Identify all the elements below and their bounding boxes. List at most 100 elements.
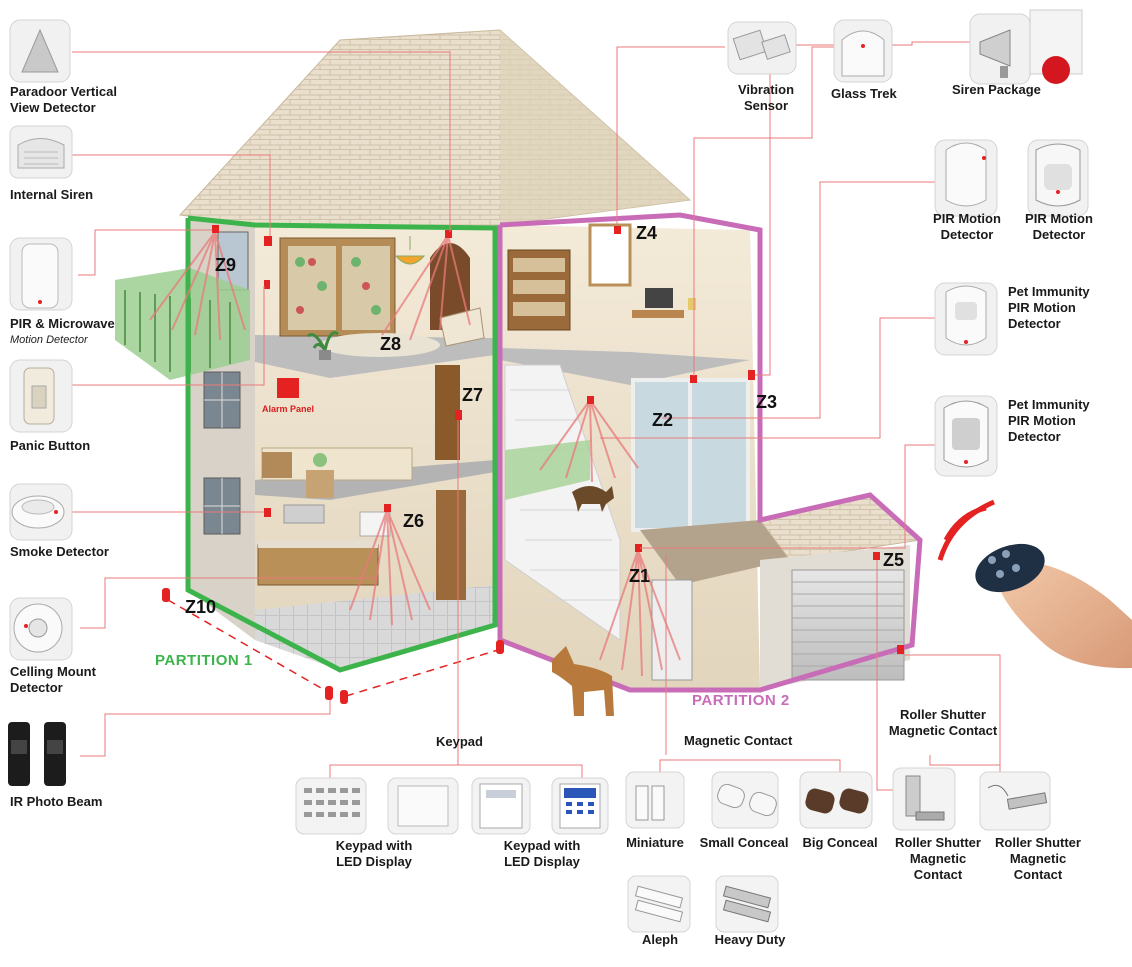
label-subline: Motion Detector: [10, 334, 88, 346]
label-panic-button: Panic Button: [10, 438, 90, 454]
lamp: [688, 298, 696, 310]
label-line: Contact: [1013, 867, 1063, 882]
zone-label: Z9: [215, 255, 237, 275]
lcd-keypad-icon: [471, 777, 531, 835]
pir-motion-icon: [934, 139, 998, 217]
sensor-markers: [162, 225, 904, 704]
front-door: [651, 579, 693, 681]
label-keypad-led-1: Keypad with LED Display: [326, 838, 422, 870]
label-line: LED Display: [504, 854, 580, 869]
pet-immunity-pir-icon: [934, 395, 998, 477]
roof-side: [500, 30, 690, 225]
glass-break-icon: [833, 19, 893, 83]
label-aleph: Aleph: [641, 932, 679, 947]
stair-railing: [505, 440, 590, 500]
label-line: Magnetic: [1009, 851, 1067, 866]
label-ir-photo-beam: IR Photo Beam: [10, 794, 102, 810]
vibration-sensor-icon: [727, 21, 797, 75]
sensor-beams: [149, 231, 681, 677]
label-big-conceal: Big Conceal: [802, 835, 878, 850]
label-line: Panic Button: [10, 438, 91, 453]
label-line: Pet Immunity: [1008, 284, 1090, 299]
right-floor-slab: [500, 348, 750, 385]
label-pir-motion-a: PIR Motion Detector: [924, 211, 1010, 243]
partition-1-label: PARTITION 1: [155, 652, 253, 669]
nightstand: [306, 470, 334, 498]
label-line: Detector: [940, 227, 994, 242]
zone-label: Z6: [403, 511, 425, 531]
alarm-panel-label: Alarm Panel: [262, 404, 315, 414]
alarm-panel: [277, 378, 299, 398]
label-line: Contact: [913, 867, 963, 882]
label-line: Magnetic Contact: [888, 723, 998, 738]
small-conceal-icon: [711, 771, 779, 829]
label-vibration-sensor: Vibration Sensor: [726, 82, 806, 114]
floor-slab: [255, 585, 495, 670]
house-illustration: [115, 29, 923, 716]
label-line: PIR Motion: [933, 211, 1001, 226]
label-line: Smoke Detector: [10, 544, 109, 559]
desk: [632, 310, 684, 318]
photo-beam-lines: [167, 599, 499, 697]
exterior-window: [203, 477, 241, 535]
label-miniature: Miniature: [626, 835, 684, 850]
plant: [307, 331, 339, 351]
zone-label: Z4: [636, 223, 658, 243]
zone-label: Z5: [883, 550, 905, 570]
device-icons: [8, 9, 1132, 933]
siren-package-icon: [969, 9, 1083, 85]
panic-button-icon: [9, 359, 73, 433]
label-roller-contact-1: Roller Shutter Magnetic Contact: [882, 835, 994, 883]
leader-lines: [72, 41, 1001, 791]
zone-label: Z10: [185, 597, 217, 617]
doorway: [436, 490, 466, 600]
kitchen-counter: [257, 544, 379, 586]
miniature-contact-icon: [625, 771, 685, 829]
label-line: Pet Immunity: [1008, 397, 1090, 412]
exterior-window: [203, 371, 241, 429]
zone-label: Z7: [462, 385, 484, 405]
label-line: Celling Mount: [10, 664, 96, 679]
white-keypad-icon: [387, 777, 459, 835]
label-glass-trek: Glass Trek: [831, 86, 897, 102]
label-line: Roller Shutter: [900, 707, 986, 722]
label-pir-microwave: PIR & Microwave Motion Detector: [10, 316, 115, 348]
label-line: PIR Motion: [1008, 413, 1076, 428]
label-line: Siren Package: [952, 82, 1041, 97]
label-roller-contact-2: Roller Shutter Magnetic Contact: [984, 835, 1092, 883]
label-line: Magnetic: [909, 851, 967, 866]
label-line: LED Display: [336, 854, 412, 869]
pet-immunity-pir-icon: [934, 282, 998, 356]
label-line: Roller Shutter: [895, 835, 981, 850]
pir-motion-icon: [1027, 139, 1089, 217]
label-line: Detector: [1032, 227, 1086, 242]
roller-contact-cable-icon: [979, 771, 1051, 831]
label-line: PIR Motion: [1008, 300, 1076, 315]
label-paradoor-detector: Paradoor Vertical View Detector: [10, 84, 117, 116]
roller-group-title: Roller Shutter Magnetic Contact: [880, 707, 1006, 739]
photo-beam-icon: [8, 722, 66, 786]
label-siren-package: Siren Package: [952, 82, 1041, 98]
label-smoke-detector: Smoke Detector: [10, 544, 109, 560]
smoke-detector-icon: [9, 483, 73, 541]
label-line: View Detector: [10, 100, 96, 115]
partition-1-outline: [185, 215, 498, 673]
porch-awning: [640, 520, 810, 585]
zone-label: Z2: [652, 410, 674, 430]
label-internal-siren: Internal Siren: [10, 187, 93, 203]
label-keypad-led-2: Keypad with LED Display: [494, 838, 590, 870]
label-line: Detector: [1008, 429, 1061, 444]
label-line: Roller Shutter: [995, 835, 1081, 850]
label-line: Vibration: [737, 82, 795, 97]
blue-keypad-icon: [551, 777, 609, 835]
label-line: PIR & Microwave: [10, 316, 115, 331]
big-conceal-icon: [799, 771, 873, 829]
label-line: Keypad with: [503, 838, 581, 853]
label-line: Paradoor Vertical: [10, 84, 117, 99]
chandelier: [394, 236, 426, 265]
pir-microwave-icon: [9, 237, 73, 311]
ceiling-mount-icon: [9, 597, 73, 661]
dog: [552, 646, 614, 716]
label-line: Glass Trek: [831, 86, 897, 101]
